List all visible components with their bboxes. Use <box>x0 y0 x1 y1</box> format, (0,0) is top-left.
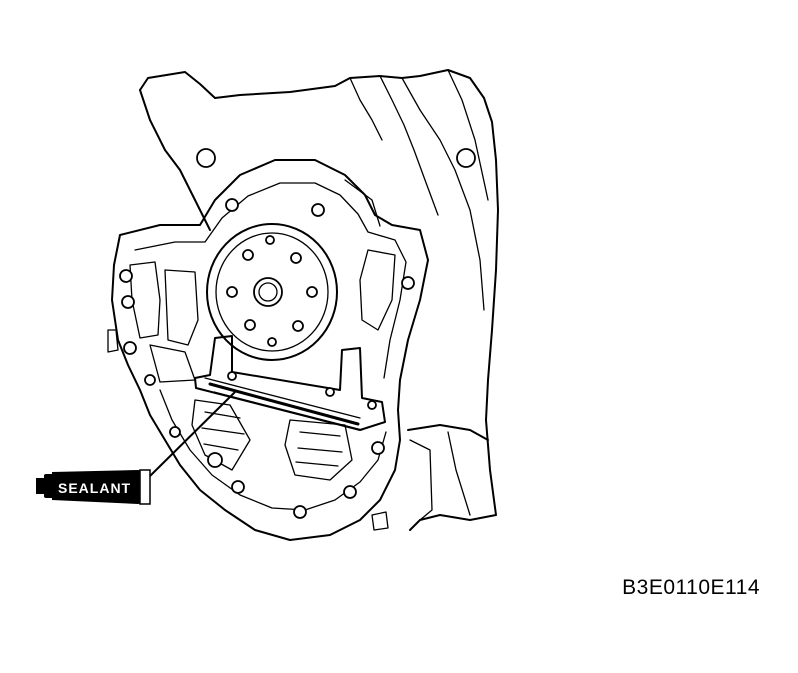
oil-pan-mating-surface <box>194 335 389 531</box>
sealant-leader-line <box>149 391 236 477</box>
sealant-tube-icon: SEALANT <box>36 469 151 505</box>
crankshaft-flange <box>206 223 338 361</box>
engine-block-outline <box>139 69 499 531</box>
figure-code: B3E0110E114 <box>622 576 760 599</box>
rear-cover-plate <box>107 148 476 541</box>
sealant-label: SEALANT <box>58 480 131 496</box>
